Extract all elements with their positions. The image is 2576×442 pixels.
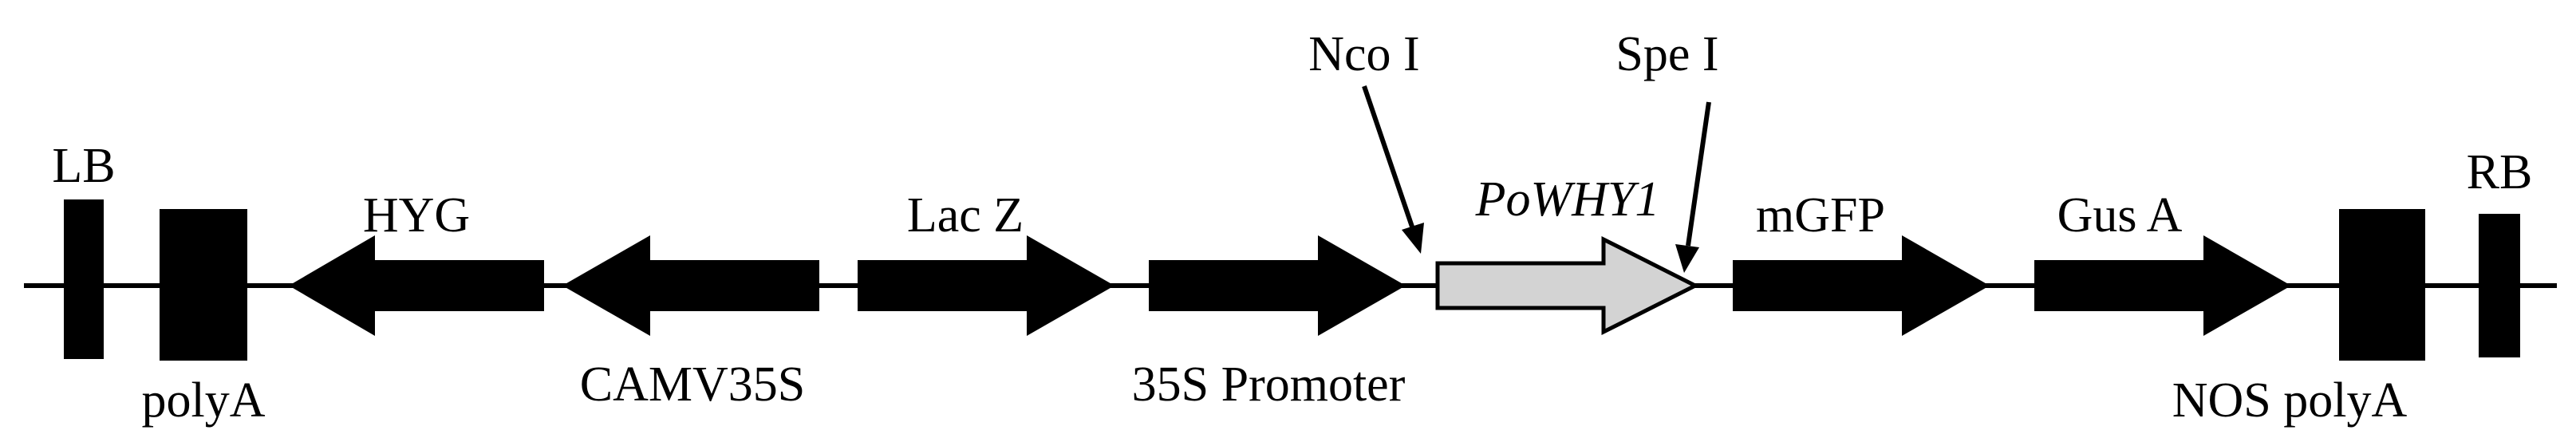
rb-border-block [2479,214,2520,357]
ncoi-pointer-shaft [1362,85,1416,232]
hyg-label: HYG [363,188,470,243]
powhy1-label: PoWHY1 [1475,172,1660,227]
spei-label: Spe I [1615,27,1718,81]
polya-left-label: polyA [142,373,266,428]
nos-polya-label: NOS polyA [2172,373,2408,428]
gusa-arrow [2034,235,2291,336]
spei-pointer-head [1675,244,1699,273]
mgfp-label: mGFP [1756,188,1885,243]
hyg-arrow [289,235,544,336]
lb-border-block [64,199,104,359]
promoter-label: 35S Promoter [1132,357,1406,412]
ncoi-pointer-head [1402,223,1424,254]
nos-polya-block [2339,209,2425,361]
lb-label: LB [52,139,115,193]
promoter-arrow [1149,235,1406,336]
lacz-arrow [858,235,1114,336]
gusa-label: Gus A [2057,188,2183,243]
rb-label: RB [2467,145,2533,199]
polya-left-block [160,209,247,361]
powhy1-arrow [1435,235,1700,336]
spei-pointer-shaft [1686,101,1711,247]
mgfp-arrow [1733,235,1990,336]
camv35s-arrow [562,235,819,336]
camv35s-label: CAMV35S [580,357,806,412]
lacz-label: Lac Z [907,188,1024,243]
ncoi-label: Nco I [1308,27,1419,81]
